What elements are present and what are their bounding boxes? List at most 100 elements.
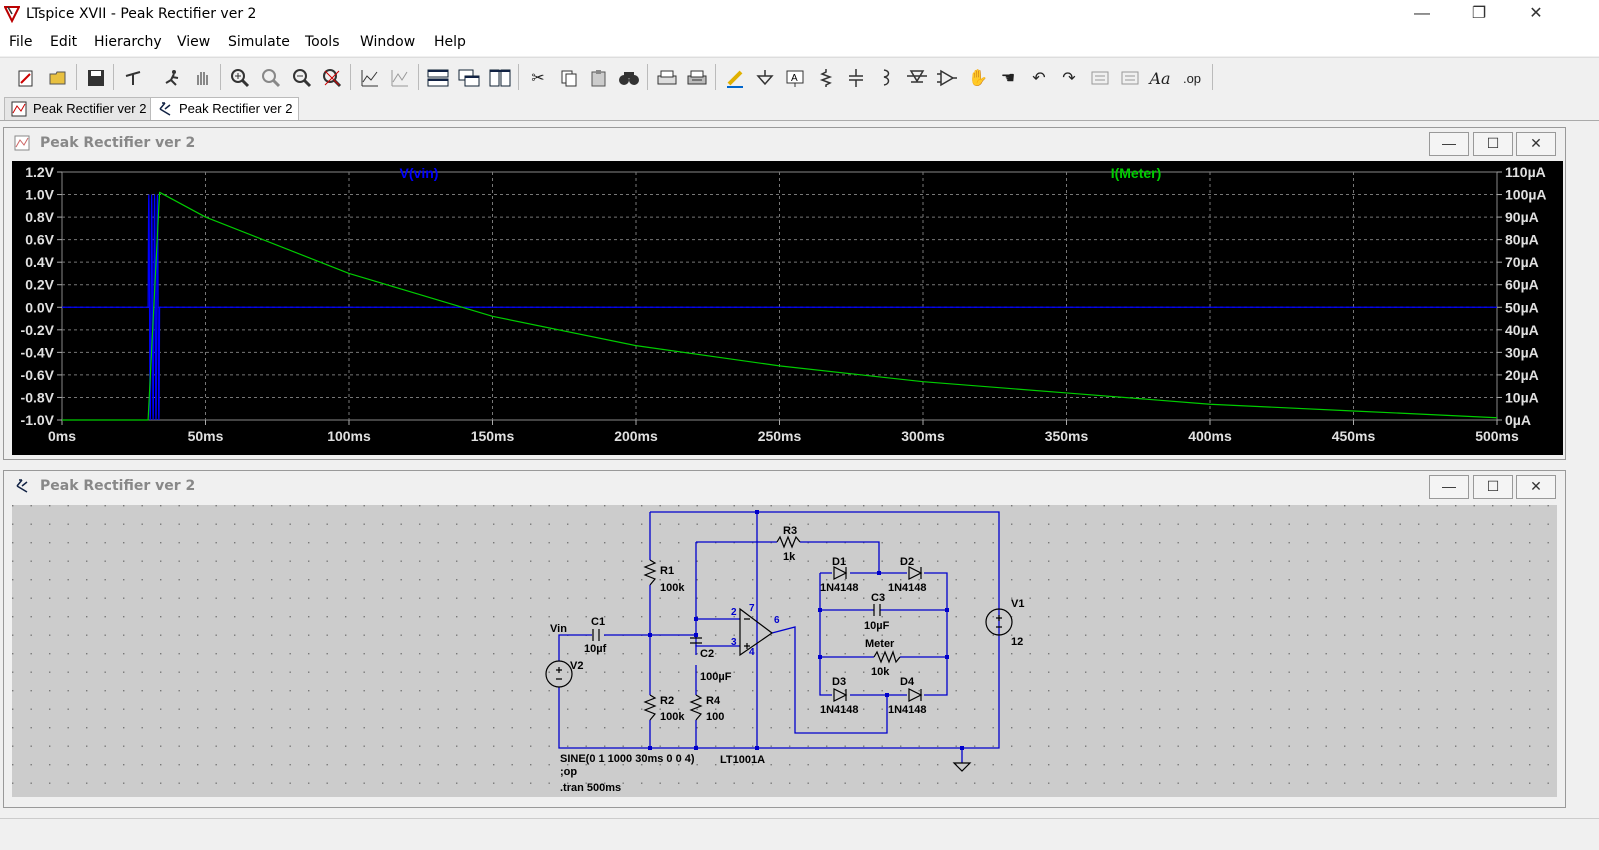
halt-icon[interactable]	[190, 66, 214, 90]
menu-view[interactable]: View	[177, 34, 211, 50]
diode-icon[interactable]	[905, 66, 929, 90]
cascade-icon[interactable]	[457, 66, 481, 90]
y-tick-label-right: 90µA	[1505, 209, 1539, 225]
waveform-window-icon	[14, 135, 30, 151]
zoom-fit-icon[interactable]	[320, 66, 344, 90]
print-preview-icon[interactable]	[655, 66, 679, 90]
text-icon[interactable]: Aa	[1149, 68, 1171, 88]
run-icon[interactable]	[160, 66, 184, 90]
y-tick-label-left: 0.6V	[25, 232, 54, 248]
close-button[interactable]: ✕	[1529, 5, 1543, 22]
waveform-maximize-button[interactable]: ☐	[1473, 132, 1513, 156]
move-icon[interactable]: ✋	[968, 70, 988, 87]
pin-2: 2	[731, 607, 737, 618]
legend-meter[interactable]: I(Meter)	[1111, 165, 1162, 181]
x-tick-label: 150ms	[471, 428, 515, 444]
source-spec: SINE(0 1 1000 30ms 0 0 4)	[560, 753, 695, 765]
menu-tools[interactable]: Tools	[305, 34, 340, 50]
inductor-icon[interactable]	[874, 66, 898, 90]
value-d2: 1N4148	[888, 582, 927, 594]
tile-vertical-icon[interactable]	[488, 66, 512, 90]
pin-6: 6	[774, 615, 780, 626]
zoom-out-icon[interactable]	[290, 66, 314, 90]
value-c2: 100µF	[700, 671, 732, 683]
open-icon[interactable]	[46, 66, 70, 90]
mirror-icon[interactable]	[1118, 66, 1142, 90]
autorange-icon[interactable]	[358, 66, 382, 90]
schematic-maximize-button[interactable]: ☐	[1473, 475, 1513, 499]
zoom-in-icon[interactable]	[228, 66, 252, 90]
tile-horizontal-icon[interactable]	[426, 66, 450, 90]
label-d4: D4	[900, 676, 915, 688]
y-tick-label-left: 1.2V	[25, 164, 54, 180]
capacitor-icon[interactable]	[844, 66, 868, 90]
menu-hierarchy[interactable]: Hierarchy	[94, 34, 162, 50]
minimize-button[interactable]: —	[1414, 5, 1430, 22]
spice-directive-icon[interactable]: .op	[1182, 70, 1202, 86]
label-r3: R3	[783, 525, 797, 537]
waveform-window-titlebar[interactable]: Peak Rectifier ver 2 — ☐ ✕	[4, 128, 1565, 158]
schematic-labels: R3 1k D1 1N4148 D2 1N4148 C3 10µF Meter …	[550, 525, 1024, 794]
schematic-symbols	[545, 535, 1013, 772]
value-d3: 1N4148	[820, 704, 859, 716]
ground-icon[interactable]	[753, 66, 777, 90]
y-tick-label-left: -1.0V	[21, 412, 55, 428]
pin-7: 7	[749, 603, 755, 614]
paste-icon[interactable]	[587, 66, 611, 90]
label-net-icon[interactable]: A	[783, 66, 807, 90]
x-tick-label: 400ms	[1188, 428, 1232, 444]
rotate-icon[interactable]	[1088, 66, 1112, 90]
menu-window[interactable]: Window	[360, 34, 416, 50]
draw-wire-icon[interactable]	[723, 66, 747, 90]
menu-simulate[interactable]: Simulate	[228, 34, 290, 50]
restore-button[interactable]: ❐	[1471, 5, 1487, 22]
label-c1: C1	[591, 616, 605, 628]
plot-grid	[57, 171, 1502, 425]
x-tick-label: 0ms	[48, 428, 76, 444]
pin-3: 3	[731, 637, 737, 648]
value-r2: 100k	[660, 711, 685, 723]
value-d4: 1N4148	[888, 704, 927, 716]
control-panel-icon[interactable]	[121, 66, 145, 90]
waveform-minimize-button[interactable]: —	[1429, 132, 1469, 156]
value-d1: 1N4148	[820, 582, 859, 594]
y-tick-label-right: 80µA	[1505, 232, 1539, 248]
cut-icon[interactable]: ✂	[531, 70, 545, 87]
drag-icon[interactable]: ☚	[1000, 70, 1016, 87]
menu-file[interactable]: File	[9, 34, 33, 50]
tab-waveform[interactable]: Peak Rectifier ver 2	[4, 97, 154, 120]
menu-edit[interactable]: Edit	[50, 34, 78, 50]
print-icon[interactable]	[685, 66, 709, 90]
legend-vin[interactable]: V(vin)	[400, 165, 439, 181]
find-icon[interactable]	[617, 66, 641, 90]
schematic-canvas[interactable]: R3 1k D1 1N4148 D2 1N4148 C3 10µF Meter …	[12, 505, 1557, 797]
zoom-pan-icon[interactable]	[259, 66, 283, 90]
value-r4: 100	[706, 711, 724, 723]
y-tick-label-left: 0.8V	[25, 209, 54, 225]
new-schematic-icon[interactable]	[14, 66, 38, 90]
schematic-window-icon	[16, 479, 28, 493]
schematic-minimize-button[interactable]: —	[1429, 475, 1469, 499]
menu-help[interactable]: Help	[434, 34, 466, 50]
redo-icon[interactable]: ↷	[1062, 70, 1076, 87]
svg-text:A: A	[791, 73, 798, 84]
y-tick-label-right: 10µA	[1505, 389, 1539, 405]
resistor-icon[interactable]	[814, 66, 838, 90]
component-icon[interactable]	[935, 66, 959, 90]
y-tick-label-right: 100µA	[1505, 187, 1547, 203]
undo-icon[interactable]: ↶	[1032, 70, 1046, 87]
value-c1: 10µf	[584, 643, 607, 655]
schematic-close-button[interactable]: ✕	[1516, 475, 1556, 499]
window-title: LTspice XVII - Peak Rectifier ver 2	[26, 6, 257, 22]
waveform-close-button[interactable]: ✕	[1516, 132, 1556, 156]
tab-schematic[interactable]: Peak Rectifier ver 2	[150, 97, 300, 120]
schematic-window-titlebar[interactable]: Peak Rectifier ver 2 — ☐ ✕	[4, 471, 1565, 501]
waveform-icon[interactable]	[388, 66, 412, 90]
y-tick-label-left: 0.2V	[25, 277, 54, 293]
copy-icon[interactable]	[557, 66, 581, 90]
y-tick-label-right: 30µA	[1505, 344, 1539, 360]
label-v1: V1	[1011, 598, 1024, 610]
save-icon[interactable]	[84, 66, 108, 90]
